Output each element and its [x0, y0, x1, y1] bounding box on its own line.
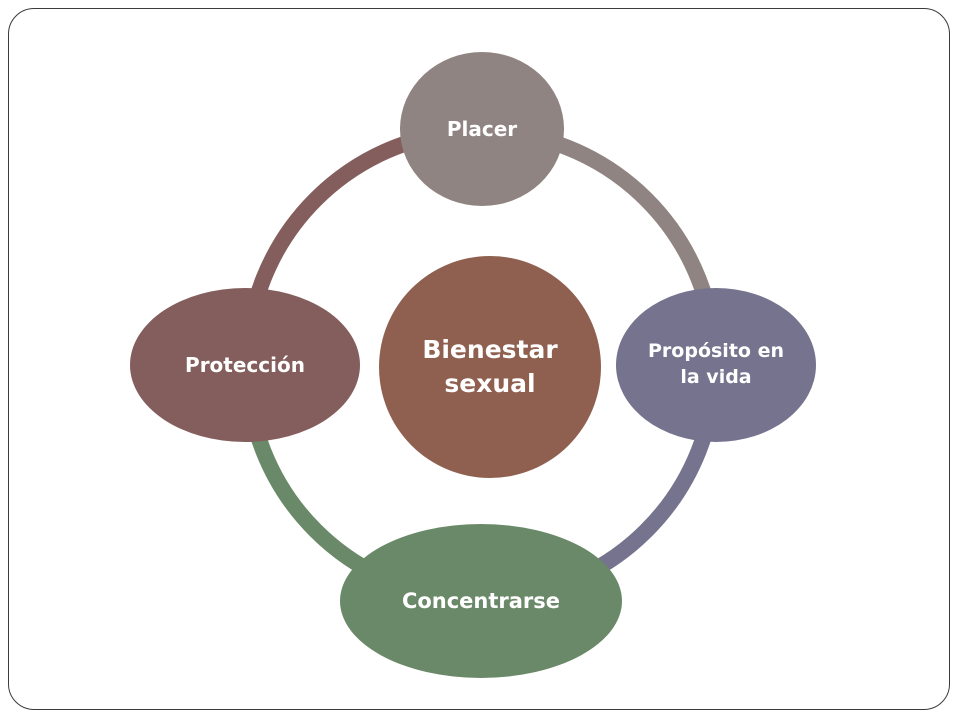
node-concentrarse: Concentrarse — [340, 524, 622, 678]
node-proteccion-label: Protección — [185, 352, 305, 377]
center-node: Bienestar sexual — [379, 256, 601, 478]
node-proposito-label: Propósito en la vida — [648, 340, 784, 388]
node-placer-label: Placer — [446, 116, 518, 141]
center-node-label: Bienestar sexual — [422, 335, 558, 398]
node-placer: Placer — [400, 52, 564, 206]
node-proposito: Propósito en la vida — [616, 288, 816, 442]
node-concentrarse-label: Concentrarse — [401, 588, 561, 613]
node-proteccion: Protección — [130, 288, 360, 442]
